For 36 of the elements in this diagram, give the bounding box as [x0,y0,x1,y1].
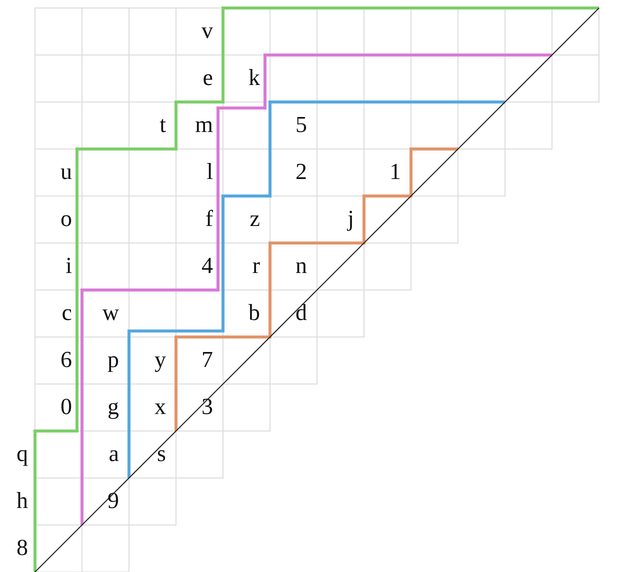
grid-label: z [248,206,260,232]
grid-label: v [200,18,213,44]
grid-label: 9 [106,488,119,514]
grid-label: 2 [294,159,307,185]
grid-label: 8 [16,535,28,561]
grid-label: o [60,206,72,232]
grid-label: s [156,441,166,467]
grid-label: u [60,159,72,185]
grid-label: p [106,347,119,373]
grid-label: 7 [200,347,213,373]
grid-label: n [294,253,307,279]
grid-label: 5 [294,112,307,138]
grid-label: i [64,253,72,279]
grid-label: e [202,65,213,91]
grid-label: h [16,488,28,514]
grid-label: q [16,441,28,467]
grid-label: r [251,253,260,279]
grid-label: f [204,206,213,232]
grid-label: l [206,159,213,185]
grid-label: 4 [200,253,213,279]
grid-label: k [248,65,260,91]
grid-label: g [106,394,119,420]
grid-label: y [154,347,166,373]
grid-label: c [60,300,72,326]
grid-label: 1 [388,159,401,185]
grid-label: x [154,394,166,420]
grid-label: m [194,112,213,138]
grid-label: 0 [60,394,72,420]
grid-label: t [158,112,166,138]
grid-label: j [346,206,354,232]
grid-label: 6 [60,347,72,373]
grid-label: d [294,300,307,326]
grid-label: b [248,300,260,326]
grid-label: 3 [200,394,213,420]
grid-label: a [108,441,119,467]
grid-label: w [101,300,119,326]
